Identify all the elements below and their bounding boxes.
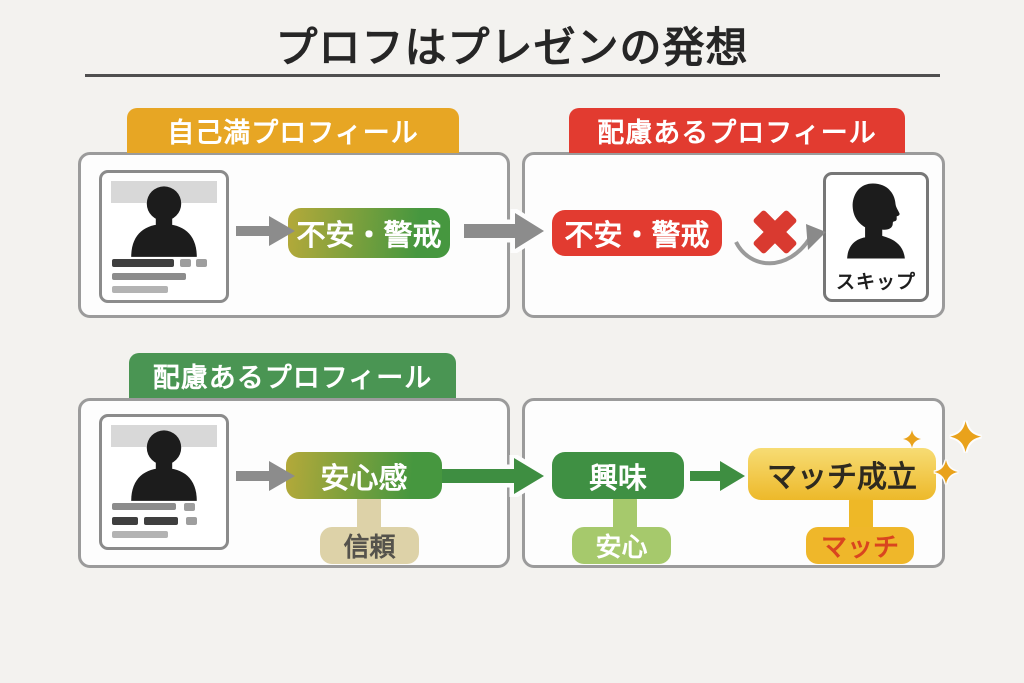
match-pill: マッチ成立	[748, 448, 936, 500]
page-title: プロフはプレゼンの発想	[275, 23, 749, 72]
placeholder-line	[112, 517, 138, 525]
placeholder-line	[112, 531, 168, 538]
placeholder-line	[112, 259, 174, 267]
placeholder-dot	[184, 503, 195, 511]
placeholder-dot	[180, 259, 191, 267]
skip-profile-card: スキップ	[823, 172, 929, 302]
title-underline	[85, 74, 940, 77]
arrow-right-icon	[236, 213, 296, 249]
tag-connector	[357, 496, 381, 532]
top-left-panel-label: 自己満プロフィール	[127, 108, 459, 153]
person-front-icon	[123, 427, 205, 505]
trust-tag: 信頼	[320, 527, 419, 564]
placeholder-line	[144, 517, 178, 525]
profile-card	[99, 414, 229, 550]
placeholder-line	[112, 503, 176, 510]
arrow-right-icon	[236, 458, 296, 494]
top-right-panel-label: 配慮あるプロフィール	[569, 108, 905, 153]
bottom-left-panel-label: 配慮あるプロフィール	[129, 353, 456, 398]
emotion-pill-anxiety-red: 不安・警戒	[552, 210, 722, 256]
skip-label: スキップ	[835, 271, 916, 293]
match-tag: マッチ	[806, 527, 914, 564]
emotion-pill-anxiety: 不安・警戒	[288, 208, 450, 258]
placeholder-line	[112, 273, 186, 280]
emotion-pill-relief: 安心感	[286, 452, 442, 499]
arrow-right-icon	[459, 204, 553, 258]
arrow-right-icon	[690, 458, 746, 494]
placeholder-line	[112, 286, 168, 293]
arrow-right-icon	[437, 450, 553, 502]
person-side-icon	[837, 181, 915, 265]
placeholder-dot	[186, 517, 197, 525]
tag-connector	[613, 496, 637, 532]
tag-connector	[849, 497, 873, 531]
sparkles-icon	[896, 415, 992, 491]
profile-card	[99, 170, 229, 303]
interest-pill: 興味	[552, 452, 684, 499]
relief-tag: 安心	[572, 527, 671, 564]
placeholder-dot	[196, 259, 207, 267]
person-front-icon	[123, 183, 205, 261]
x-mark-icon	[746, 203, 804, 261]
swoosh-arrow-icon	[726, 198, 830, 280]
